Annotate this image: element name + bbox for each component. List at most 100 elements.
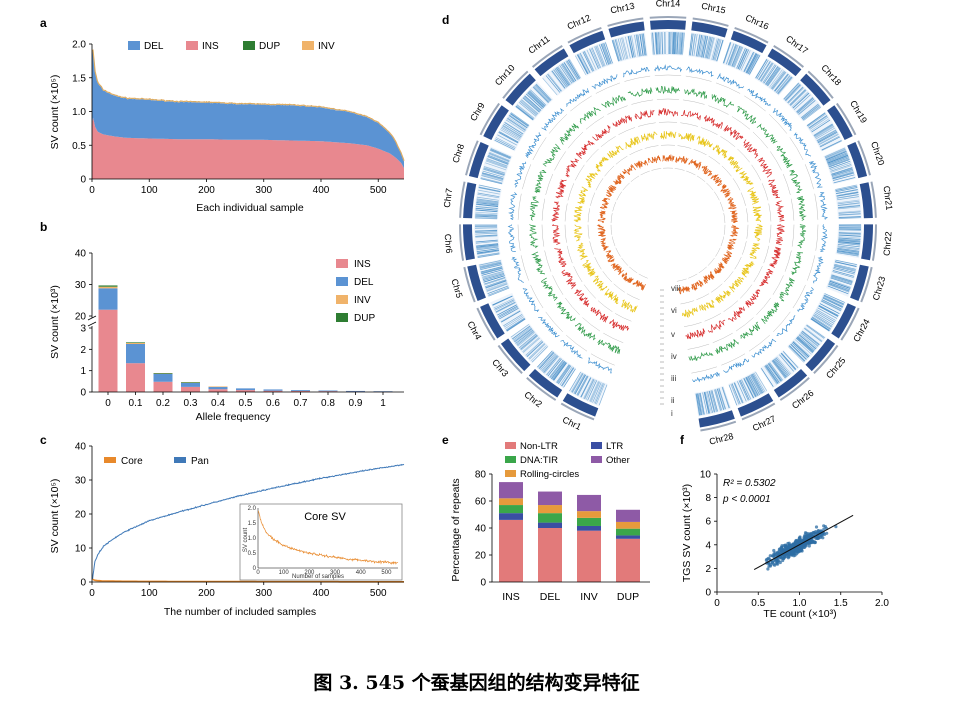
scatter-point <box>814 525 819 529</box>
density-stripe <box>709 390 716 413</box>
density-stripe <box>477 253 500 258</box>
density-stripe <box>838 217 861 219</box>
density-stripe <box>691 33 696 56</box>
y-tick-label: 2 <box>80 345 86 356</box>
area-series-del <box>92 50 404 169</box>
density-stripe <box>535 84 551 101</box>
density-stripe <box>827 285 849 295</box>
track-line-2 <box>775 200 785 222</box>
density-stripe <box>736 48 746 69</box>
density-stripe <box>550 360 564 379</box>
density-stripe <box>823 294 845 305</box>
chromosome-band-chr4 <box>480 303 505 339</box>
legend-label-del: DEL <box>354 277 374 288</box>
density-stripe <box>832 270 855 277</box>
density-stripe <box>583 378 595 400</box>
density-stripe <box>557 66 571 86</box>
track-baseline <box>676 278 687 282</box>
x-tick-label: 0 <box>105 398 111 409</box>
track-line-1 <box>683 88 707 100</box>
density-stripe <box>760 62 773 82</box>
density-stripe <box>585 379 596 400</box>
bar-dnatir-ins <box>499 505 523 514</box>
density-stripe <box>533 86 550 103</box>
density-stripe <box>838 206 861 210</box>
density-stripe <box>627 36 633 58</box>
bar-del-0.2 <box>153 373 173 382</box>
x-tick-label: 0.5 <box>751 598 765 609</box>
density-stripe <box>641 33 645 56</box>
track-baseline <box>532 137 547 161</box>
density-stripe <box>637 34 642 57</box>
track-line-0 <box>622 66 650 78</box>
track-line-1 <box>655 85 680 95</box>
density-stripe <box>556 364 571 384</box>
x-tick-label: 0.8 <box>321 398 335 409</box>
density-stripe <box>500 129 520 141</box>
track-line-4 <box>721 250 733 265</box>
density-stripe <box>806 325 825 339</box>
ideogram-outer-rim <box>734 27 769 44</box>
track-line-4 <box>710 174 723 187</box>
density-stripe <box>749 375 761 395</box>
density-stripe <box>801 331 820 346</box>
chromosome-label-chr24: Chr24 <box>851 317 872 343</box>
density-stripe <box>529 343 546 360</box>
density-stripe <box>522 337 540 353</box>
track-baseline <box>740 192 746 206</box>
density-stripe <box>680 32 683 55</box>
bar-other-dup <box>616 509 640 522</box>
chromosome-band-chr19 <box>827 105 853 141</box>
chromosome-band-chr1 <box>562 393 599 417</box>
x-category-label: DEL <box>540 591 561 603</box>
density-stripe <box>476 196 499 201</box>
density-stripe <box>590 47 601 69</box>
density-stripe <box>561 63 575 83</box>
density-stripe <box>696 393 702 416</box>
track-line-1 <box>575 322 596 341</box>
track-line-1 <box>556 301 576 321</box>
density-stripe <box>673 32 676 55</box>
density-stripe <box>823 295 844 305</box>
density-stripe <box>483 168 505 176</box>
density-stripe <box>639 33 644 56</box>
density-stripe <box>743 378 754 399</box>
track-baseline <box>752 131 769 149</box>
scatter-point <box>772 562 776 566</box>
panel-a-ylabel: SV count (×10⁵) <box>49 75 61 150</box>
density-stripe <box>797 98 815 114</box>
legend-label-ins: INS <box>202 41 219 52</box>
density-stripe <box>674 32 677 55</box>
legend-label-other: Other <box>606 455 630 466</box>
density-stripe <box>583 51 594 72</box>
density-stripe <box>488 152 510 162</box>
chromosome-label-chr19: Chr19 <box>848 99 869 125</box>
density-stripe <box>476 201 499 206</box>
density-stripe <box>835 185 858 191</box>
track-baseline <box>654 74 682 76</box>
inset-y-tick-label: 0 <box>253 566 257 572</box>
legend-label-ins: INS <box>354 259 371 270</box>
ideogram-outer-rim <box>479 102 500 136</box>
track-line-1 <box>531 251 545 275</box>
density-stripe <box>524 95 542 111</box>
density-stripe <box>612 39 620 62</box>
scatter-point <box>821 536 825 540</box>
track-baseline <box>614 313 632 322</box>
density-stripe <box>502 124 522 137</box>
scatter-point <box>784 554 788 559</box>
density-stripe <box>718 388 727 410</box>
density-stripe <box>613 39 621 61</box>
density-stripe <box>803 106 822 121</box>
density-stripe <box>659 32 662 55</box>
track-baseline <box>644 145 659 149</box>
density-stripe <box>826 151 847 161</box>
density-stripe <box>520 100 538 115</box>
chromosome-label-chr3: Chr3 <box>490 357 510 378</box>
density-stripe <box>656 32 659 55</box>
density-stripe <box>475 209 498 212</box>
y-tick-label: 1 <box>80 366 86 377</box>
density-stripe <box>725 43 734 65</box>
density-stripe <box>516 330 534 345</box>
y-tick-label: 10 <box>700 470 712 481</box>
